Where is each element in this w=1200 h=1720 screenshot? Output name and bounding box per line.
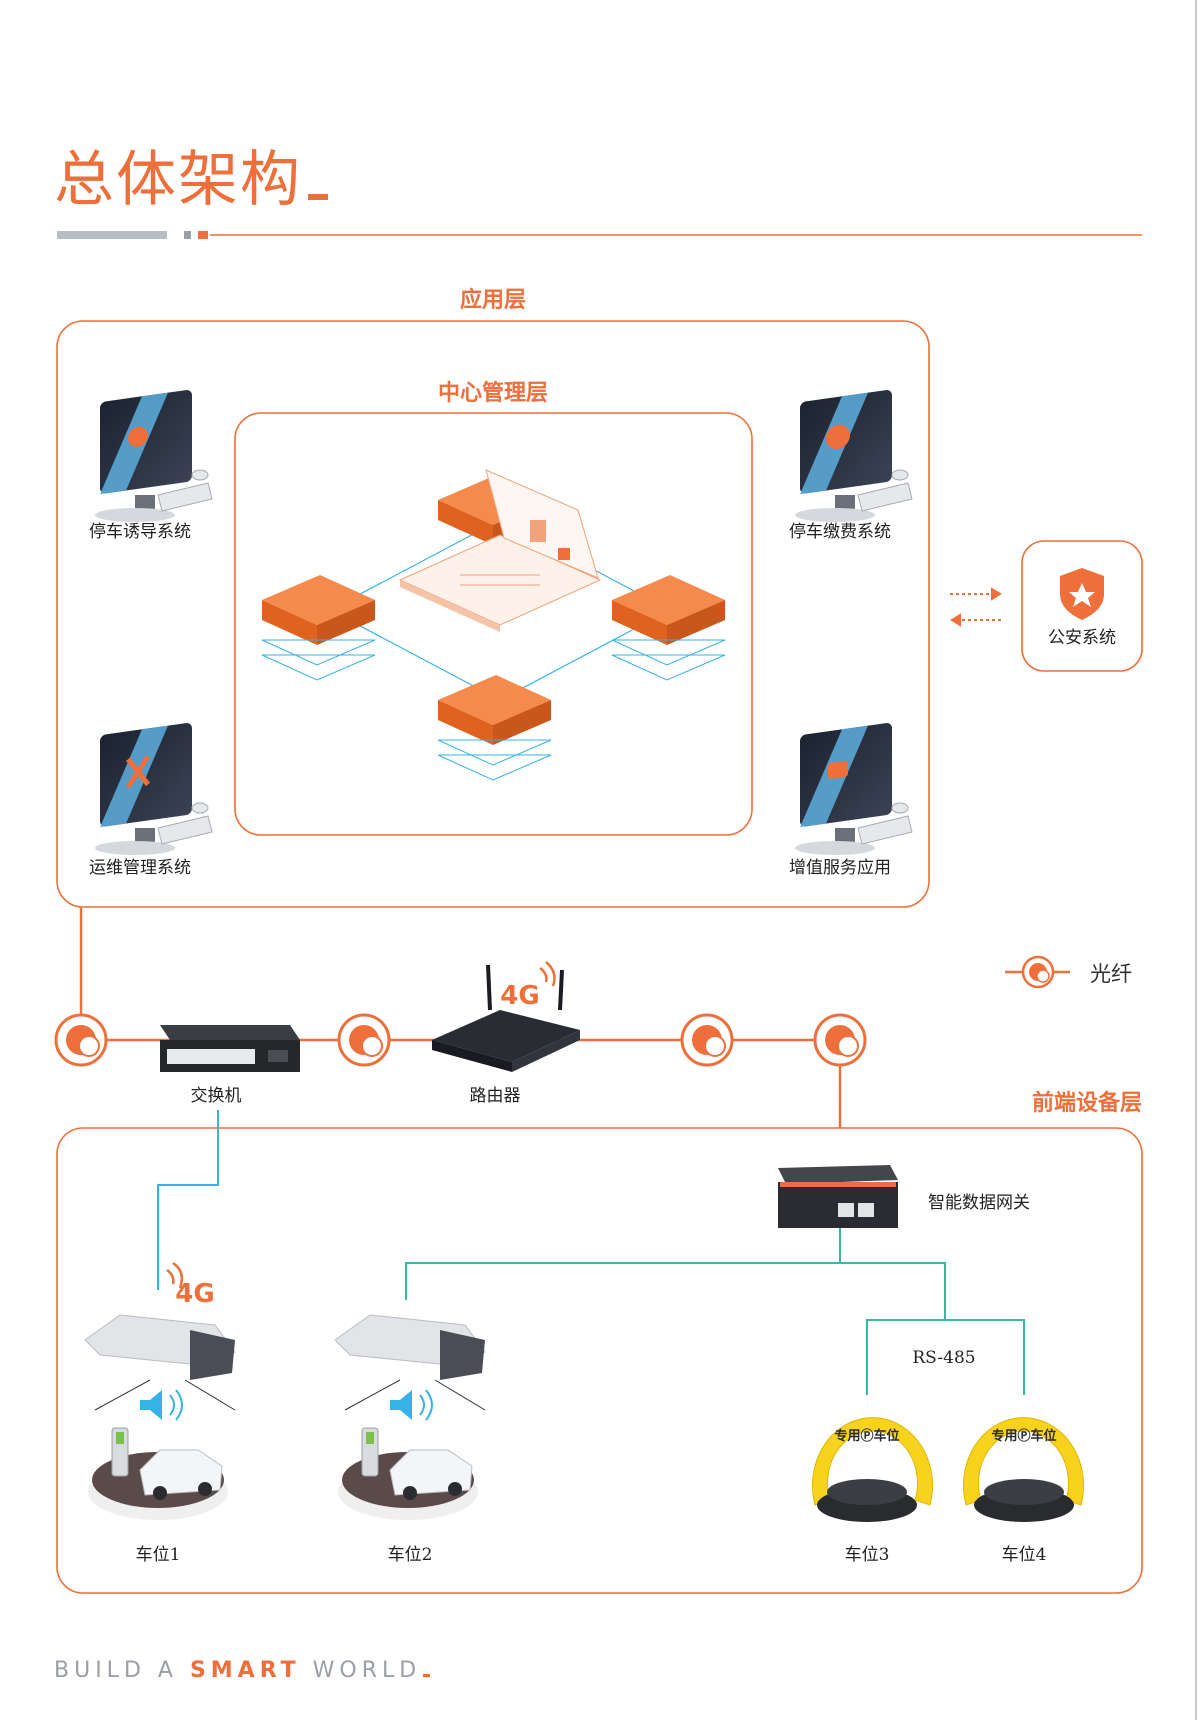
label-gateway: 智能数据网关 [928,1193,1030,1213]
laptop-icon [398,469,602,632]
police-box [1021,540,1143,672]
router-4g-badge: 4G [500,981,539,1011]
parking-spot-2-car [338,1427,478,1520]
parking-lock-4-icon [963,1417,1084,1522]
label-maintenance: 运维管理系统 [89,858,191,878]
computer-payment-icon [795,390,913,522]
label-guidance: 停车诱导系统 [89,522,191,542]
application-layer-title: 应用层 [460,287,526,313]
camera-1-icon [84,1261,236,1421]
frontend-layer-title: 前端设备层 [1032,1090,1142,1116]
center-layer-title: 中心管理层 [438,380,548,406]
page-title: 总体架构 [54,150,328,210]
police-link-arrows [950,587,1002,627]
router-icon [432,961,580,1072]
gateway-icon [778,1165,898,1228]
server-bottom [437,675,552,781]
label-spot-2: 车位2 [388,1545,433,1565]
label-value-added: 增值服务应用 [789,858,891,878]
camera-2-icon [334,1314,486,1421]
label-switch: 交换机 [191,1086,242,1106]
computer-value-added-icon [795,723,913,855]
application-layer-box [56,320,930,908]
label-spot-3: 车位3 [845,1545,890,1565]
computer-guidance-icon [95,390,213,522]
footer-slogan: BUILD A SMART WORLD [54,1660,431,1682]
gateway-links [405,1228,1025,1395]
police-shield-icon [1060,568,1104,620]
server-left [261,575,376,681]
label-router: 路由器 [470,1086,521,1106]
frontend-layer-box [56,1127,1143,1594]
fibre-legend-icon [1021,955,1055,989]
lock-4-text: 专用Ⓟ车位 [991,1428,1056,1444]
label-spot-1: 车位1 [136,1545,181,1565]
camera-4g-badge: 4G [175,1279,214,1309]
label-police: 公安系统 [1048,628,1116,648]
fibre-node-icons [54,955,1055,1067]
switch-icon [160,1025,300,1072]
label-spot-4: 车位4 [1002,1545,1047,1565]
server-right [611,575,726,681]
computer-maintenance-icon [95,723,213,855]
server-cluster-illustration [261,469,726,781]
fibre-legend-label: 光纤 [1090,962,1132,986]
parking-spot-1-car [88,1427,228,1520]
header-rule [57,231,1142,239]
label-payment: 停车缴费系统 [789,522,891,542]
lock-3-text: 专用Ⓟ车位 [834,1428,899,1444]
parking-lock-3-icon [812,1417,933,1522]
label-rs485: RS-485 [912,1348,975,1368]
switch-camera-link [157,1110,219,1290]
center-layer-box [234,412,753,836]
